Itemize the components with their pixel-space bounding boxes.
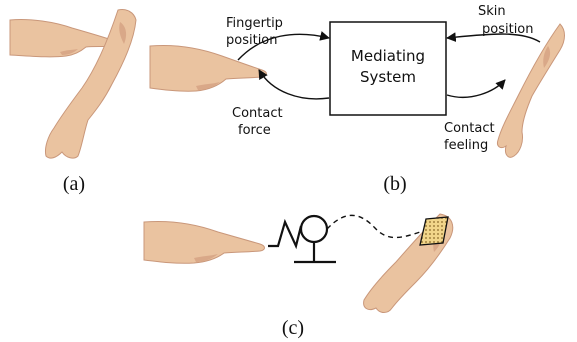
caption-a: (a)	[63, 173, 85, 195]
pointing-hand-c-illustration	[143, 221, 265, 264]
fingertip-label-line2: position	[226, 33, 278, 48]
box-label-line2: System	[360, 68, 416, 86]
contact-force-arrow	[258, 69, 330, 100]
contact-feeling-arrow	[446, 79, 506, 99]
touched-arm-illustration	[45, 9, 137, 159]
skin-label-line2: position	[482, 22, 534, 37]
pointing-hand-illustration	[9, 19, 117, 58]
box-label-line1: Mediating	[351, 47, 425, 65]
caption-b: (b)	[383, 173, 406, 195]
left-pointing-hand-illustration	[149, 45, 267, 92]
panel-c: (c)	[143, 213, 454, 339]
tactile-pad	[419, 216, 449, 246]
fingertip-position-arrow	[237, 31, 330, 61]
spring-wheel-symbol	[268, 214, 336, 264]
skin-label-line1: Skin	[478, 4, 506, 19]
contact-feeling-label-line2: feeling	[444, 138, 488, 153]
fingertip-label-line1: Fingertip	[226, 16, 283, 31]
panel-b: Mediating System Fingertip position Skin…	[149, 4, 565, 195]
contact-force-label-line2: force	[238, 123, 271, 138]
mediating-system-box	[329, 21, 447, 116]
panel-a: (a)	[9, 9, 137, 195]
contact-force-label-line1: Contact	[232, 106, 283, 121]
virtual-link-dashed	[326, 214, 421, 239]
contact-feeling-label-line1: Contact	[444, 121, 495, 136]
skin-position-arrow	[446, 32, 541, 43]
caption-c: (c)	[282, 317, 304, 339]
right-arm-illustration	[497, 23, 565, 158]
